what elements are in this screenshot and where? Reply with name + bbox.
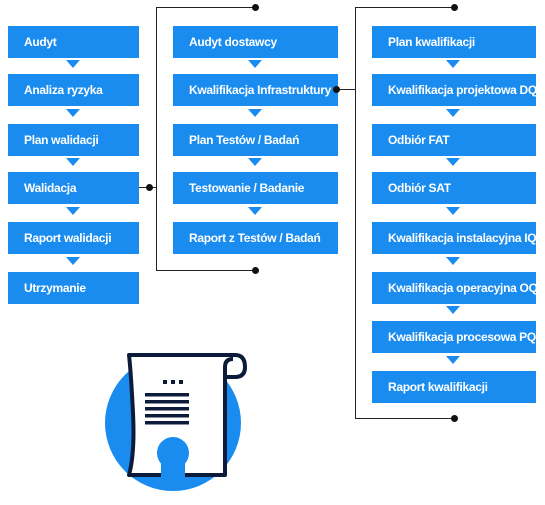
step-odbior-sat: Odbiór SAT [372, 172, 536, 204]
down-arrow-icon [446, 109, 460, 117]
bracket-line [355, 7, 356, 419]
bracket-line [156, 7, 256, 8]
down-arrow-icon [446, 306, 460, 314]
down-arrow-icon [66, 158, 80, 166]
connector-dot [333, 86, 340, 93]
step-odbior-fat: Odbiór FAT [372, 124, 536, 156]
step-plan-walidacji: Plan walidacji [8, 124, 139, 156]
step-plan-kwalifikacji: Plan kwalifikacji [372, 26, 536, 58]
down-arrow-icon [446, 207, 460, 215]
bracket-line [156, 7, 157, 271]
step-kwalifikacja-procesowa: Kwalifikacja procesowa PQ [372, 321, 536, 353]
down-arrow-icon [66, 109, 80, 117]
step-testowanie: Testowanie / Badanie [173, 172, 338, 204]
bracket-line [156, 270, 256, 271]
down-arrow-icon [248, 60, 262, 68]
down-arrow-icon [66, 207, 80, 215]
down-arrow-icon [66, 60, 80, 68]
step-kwalifikacja-infrastruktury: Kwalifikacja Infrastruktury [173, 74, 338, 106]
step-audyt: Audyt [8, 26, 139, 58]
down-arrow-icon [446, 60, 460, 68]
step-analiza-ryzyka: Analiza ryzyka [8, 74, 139, 106]
bracket-end-dot [451, 4, 458, 11]
connector-line [338, 89, 355, 90]
step-walidacja: Walidacja [8, 172, 139, 204]
step-utrzymanie: Utrzymanie [8, 272, 139, 304]
step-kwalifikacja-instalacyjna: Kwalifikacja instalacyjna IQ [372, 222, 536, 254]
step-kwalifikacja-operacyjna: Kwalifikacja operacyjna OQ [372, 272, 536, 304]
step-raport-z-testow: Raport z Testów / Badań [173, 222, 338, 254]
step-audyt-dostawcy: Audyt dostawcy [173, 26, 338, 58]
step-kwalifikacja-projektowa: Kwalifikacja projektowa DQ [372, 74, 536, 106]
bracket-end-dot [252, 4, 259, 11]
down-arrow-icon [66, 257, 80, 265]
bracket-end-dot [252, 267, 259, 274]
down-arrow-icon [446, 356, 460, 364]
down-arrow-icon [248, 207, 262, 215]
step-plan-testow: Plan Testów / Badań [173, 124, 338, 156]
connector-dot [146, 184, 153, 191]
down-arrow-icon [446, 158, 460, 166]
down-arrow-icon [248, 158, 262, 166]
step-raport-kwalifikacji: Raport kwalifikacji [372, 371, 536, 403]
down-arrow-icon [446, 257, 460, 265]
step-raport-walidacji: Raport walidacji [8, 222, 139, 254]
bracket-line [355, 418, 455, 419]
down-arrow-icon [248, 109, 262, 117]
bracket-line [355, 7, 455, 8]
certificate-scroll-icon [105, 353, 247, 491]
bracket-end-dot [451, 415, 458, 422]
